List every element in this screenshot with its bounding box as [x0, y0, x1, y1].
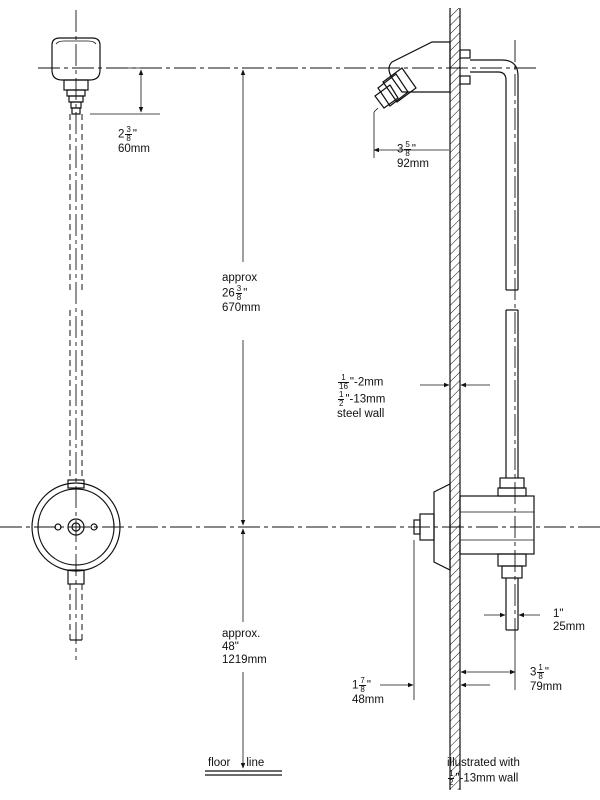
front-view — [31, 37, 121, 641]
shower-head-front — [51, 37, 101, 81]
dim-top-offset-lines — [90, 67, 160, 115]
dim-pipe-label: 1" 25mm — [553, 608, 585, 633]
valve-escutcheon-front — [31, 482, 121, 572]
dim-valve-height-label: approx. 48" 1219mm — [222, 628, 267, 667]
floor-line-label: floor line — [208, 757, 265, 769]
dim-vertical-lines — [205, 69, 282, 776]
shower-head-side — [373, 41, 519, 478]
dim-right-lines — [373, 112, 540, 700]
wall-section — [449, 8, 461, 790]
valve-side — [413, 477, 535, 631]
